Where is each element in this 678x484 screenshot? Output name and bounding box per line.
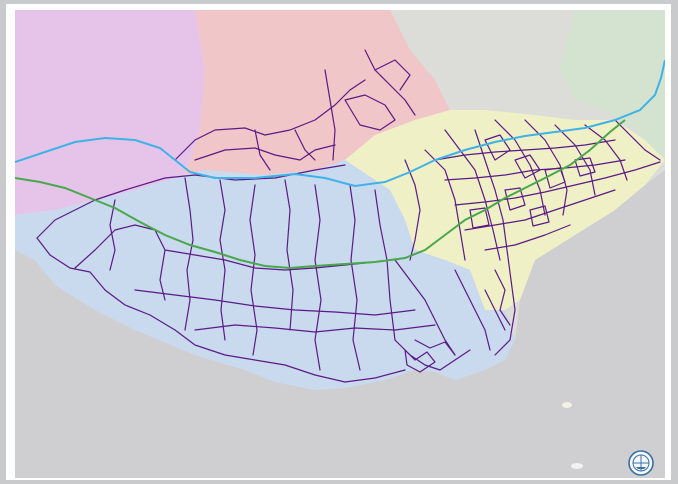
motorway-line [15,59,665,188]
zone-south [15,160,515,390]
zone-north [185,10,450,175]
zone-far-east [560,10,665,160]
islet [562,402,572,408]
circular-emblem-icon [627,449,655,477]
rail-line [15,119,626,270]
zone-west [15,10,205,215]
islet [571,463,583,469]
zone-east [345,110,665,310]
map-canvas[interactable] [15,10,665,478]
